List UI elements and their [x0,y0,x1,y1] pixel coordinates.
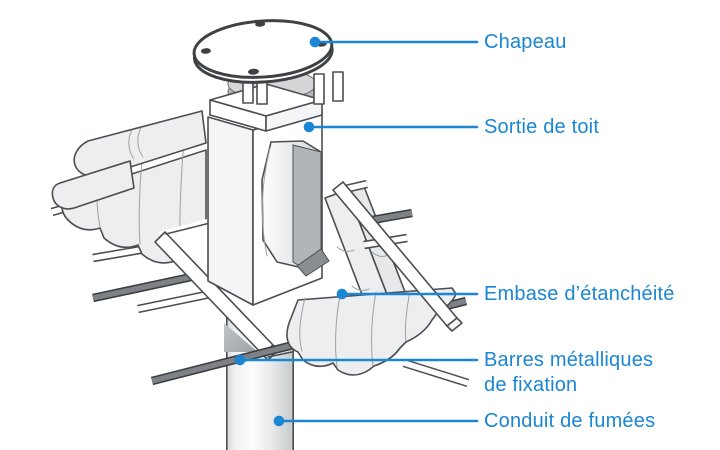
cap-disc [192,19,334,84]
ridge-tile-front [51,160,135,210]
label-barres-line2: de fixation [484,374,578,396]
cutaway-opening [261,140,330,277]
label-conduit: Conduit de fumées [484,409,655,434]
label-barres-line1: Barres métalliques [484,349,654,371]
flashing-base-right-edge [332,181,463,332]
label-barres: Barres métalliques de fixation [484,348,653,398]
metal-bar-bottom-right [402,358,470,388]
base-corner-shadow [224,323,258,352]
label-conduit-text: Conduit de fumées [484,410,656,432]
label-embase: Embase d’étanchéité [484,282,675,307]
label-chapeau: Chapeau [484,30,567,55]
label-sortie-de-toit: Sortie de toit [484,115,599,140]
roof-exit-chimney [192,19,344,306]
label-embase-text: Embase d’étanchéité [484,283,675,305]
metal-bars-left-ends [50,193,236,314]
label-sortie-de-toit-text: Sortie de toit [484,116,600,138]
chimney-left-face [207,116,254,306]
label-chapeau-text: Chapeau [484,31,567,53]
leader-lines [234,36,479,427]
